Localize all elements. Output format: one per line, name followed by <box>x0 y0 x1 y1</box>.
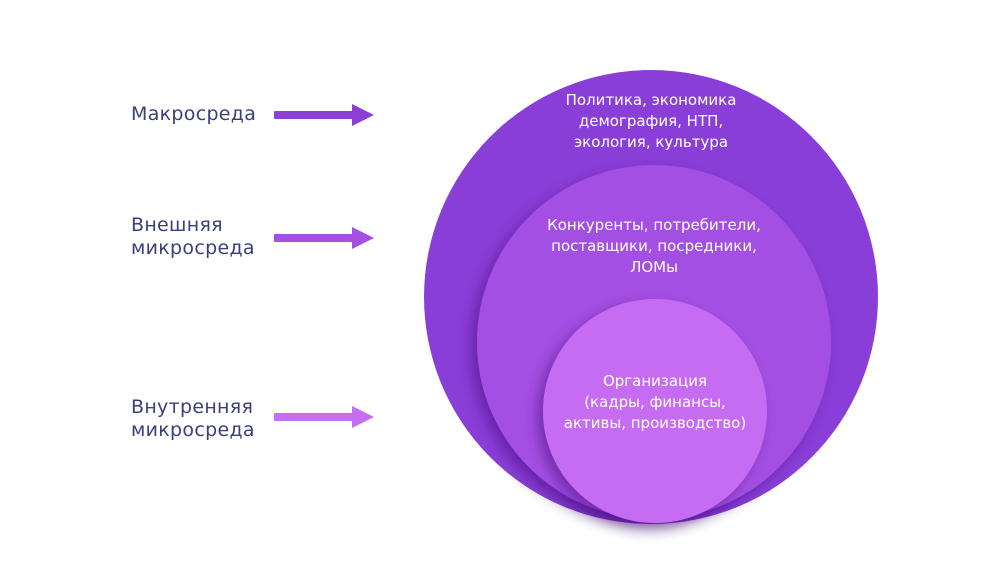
circle-macro-line-3: экология, культура <box>573 133 729 151</box>
label-macro-line-1: Макросреда <box>131 103 257 125</box>
arrow-internal <box>274 406 374 428</box>
label-internal-line-1: Внутренняя <box>131 396 254 418</box>
circle-internal-line-2: (кадры, финансы, <box>584 393 726 411</box>
circle-external-line-3: ЛОМы <box>630 258 678 276</box>
circle-internal <box>543 299 767 523</box>
arrow-macro-head <box>352 104 374 126</box>
arrow-external-shaft <box>274 234 354 242</box>
arrow-external <box>274 227 374 249</box>
label-internal-line-2: микросреда <box>131 419 255 441</box>
label-external-line-2: микросреда <box>131 237 255 259</box>
circle-external-line-1: Конкуренты, потребители, <box>547 216 761 234</box>
circle-macro-text: Политика, экономика демография, НТП, эко… <box>521 90 781 153</box>
arrow-internal-head <box>352 406 374 428</box>
arrow-macro <box>274 104 374 126</box>
circle-external-text: Конкуренты, потребители, поставщики, пос… <box>514 215 794 278</box>
circle-macro-line-2: демография, НТП, <box>578 112 724 130</box>
label-internal: Внутренняя микросреда <box>131 396 255 442</box>
label-external-line-1: Внешняя <box>131 214 223 236</box>
circle-macro-line-1: Политика, экономика <box>565 91 737 109</box>
label-external: Внешняя микросреда <box>131 214 255 260</box>
circle-internal-line-3: активы, производство) <box>563 414 747 432</box>
circle-external-line-2: поставщики, посредники, <box>551 237 757 255</box>
arrow-internal-shaft <box>274 413 354 421</box>
arrow-macro-shaft <box>274 111 354 119</box>
arrow-external-head <box>352 227 374 249</box>
circle-internal-line-1: Организация <box>602 372 708 390</box>
label-macro: Макросреда <box>131 103 256 126</box>
circle-internal-text: Организация (кадры, финансы, активы, про… <box>530 371 780 434</box>
